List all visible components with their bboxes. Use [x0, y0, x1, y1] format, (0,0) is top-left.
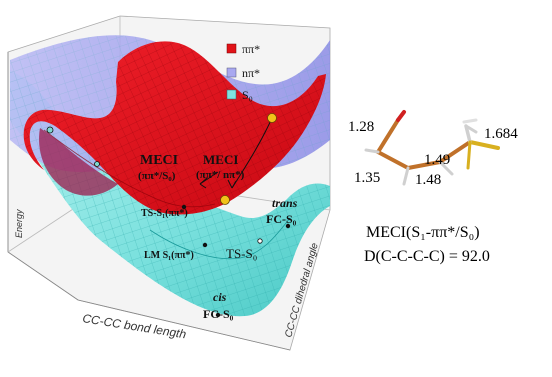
bond-label-2: 1.35	[354, 170, 380, 186]
bond-label-4: 1.49	[424, 152, 450, 168]
fc-trans-point	[285, 223, 291, 229]
fc-trans-label: FC-S₀	[266, 212, 297, 226]
legend-label-pipi: ππ*	[242, 42, 260, 56]
meci-right-title: MECI	[203, 152, 238, 167]
molecule-caption-line1: MECI(S₁-ππ*/S₀)	[366, 224, 480, 241]
lm-s1-point	[202, 242, 208, 248]
molecule-caption-line2: D(C-C-C-C) = 92.0	[364, 248, 490, 265]
legend-swatch-npi	[226, 67, 237, 78]
reaction-paths	[199, 117, 273, 189]
legend-swatch-s0	[226, 89, 237, 100]
bond-label-5: 1.684	[484, 126, 518, 142]
mid-point	[94, 161, 100, 167]
fc-cis-point	[215, 312, 221, 318]
ts-s1-label: TS-S₁(ππ*)	[141, 208, 188, 219]
annotations: MECI (ππ*/S₀) MECI (ππ*/ nπ*) TS-S₁(ππ*)…	[138, 152, 298, 321]
legend-label-s0: S₀	[242, 88, 253, 102]
trans-label: trans	[272, 196, 298, 210]
meci-left-sub: (ππ*/S₀)	[138, 170, 176, 182]
critical-points	[46, 113, 291, 318]
ts-s0-point	[257, 238, 263, 244]
meci-right-sub: (ππ*/ nπ*)	[196, 169, 245, 181]
lm-s1-label: LM S₁(ππ*)	[144, 250, 194, 261]
legend-label-npi: nπ*	[242, 66, 260, 80]
z-axis-label: Energy	[14, 209, 24, 238]
cis-label: cis	[213, 290, 227, 304]
meci-pipi-npi-point	[267, 113, 277, 123]
left-min-point	[46, 126, 54, 134]
meci-left-title: MECI	[140, 153, 178, 168]
ts-s0-label: TS-S₀	[226, 246, 257, 261]
ts-s1-point	[181, 204, 187, 210]
legend-swatch-pipi	[226, 43, 237, 54]
bond-length-labels: 1.28 1.35 1.48 1.49 1.684	[348, 119, 518, 188]
meci-pipi-s0-point	[220, 195, 230, 205]
bond-label-1: 1.28	[348, 119, 374, 135]
legend: ππ* nπ* S₀	[226, 42, 260, 102]
pipi-surface	[23, 41, 327, 215]
bond-label-3: 1.48	[415, 172, 441, 188]
fc-cis-label: FC-S₀	[203, 307, 234, 321]
molecule-structure	[364, 110, 500, 186]
